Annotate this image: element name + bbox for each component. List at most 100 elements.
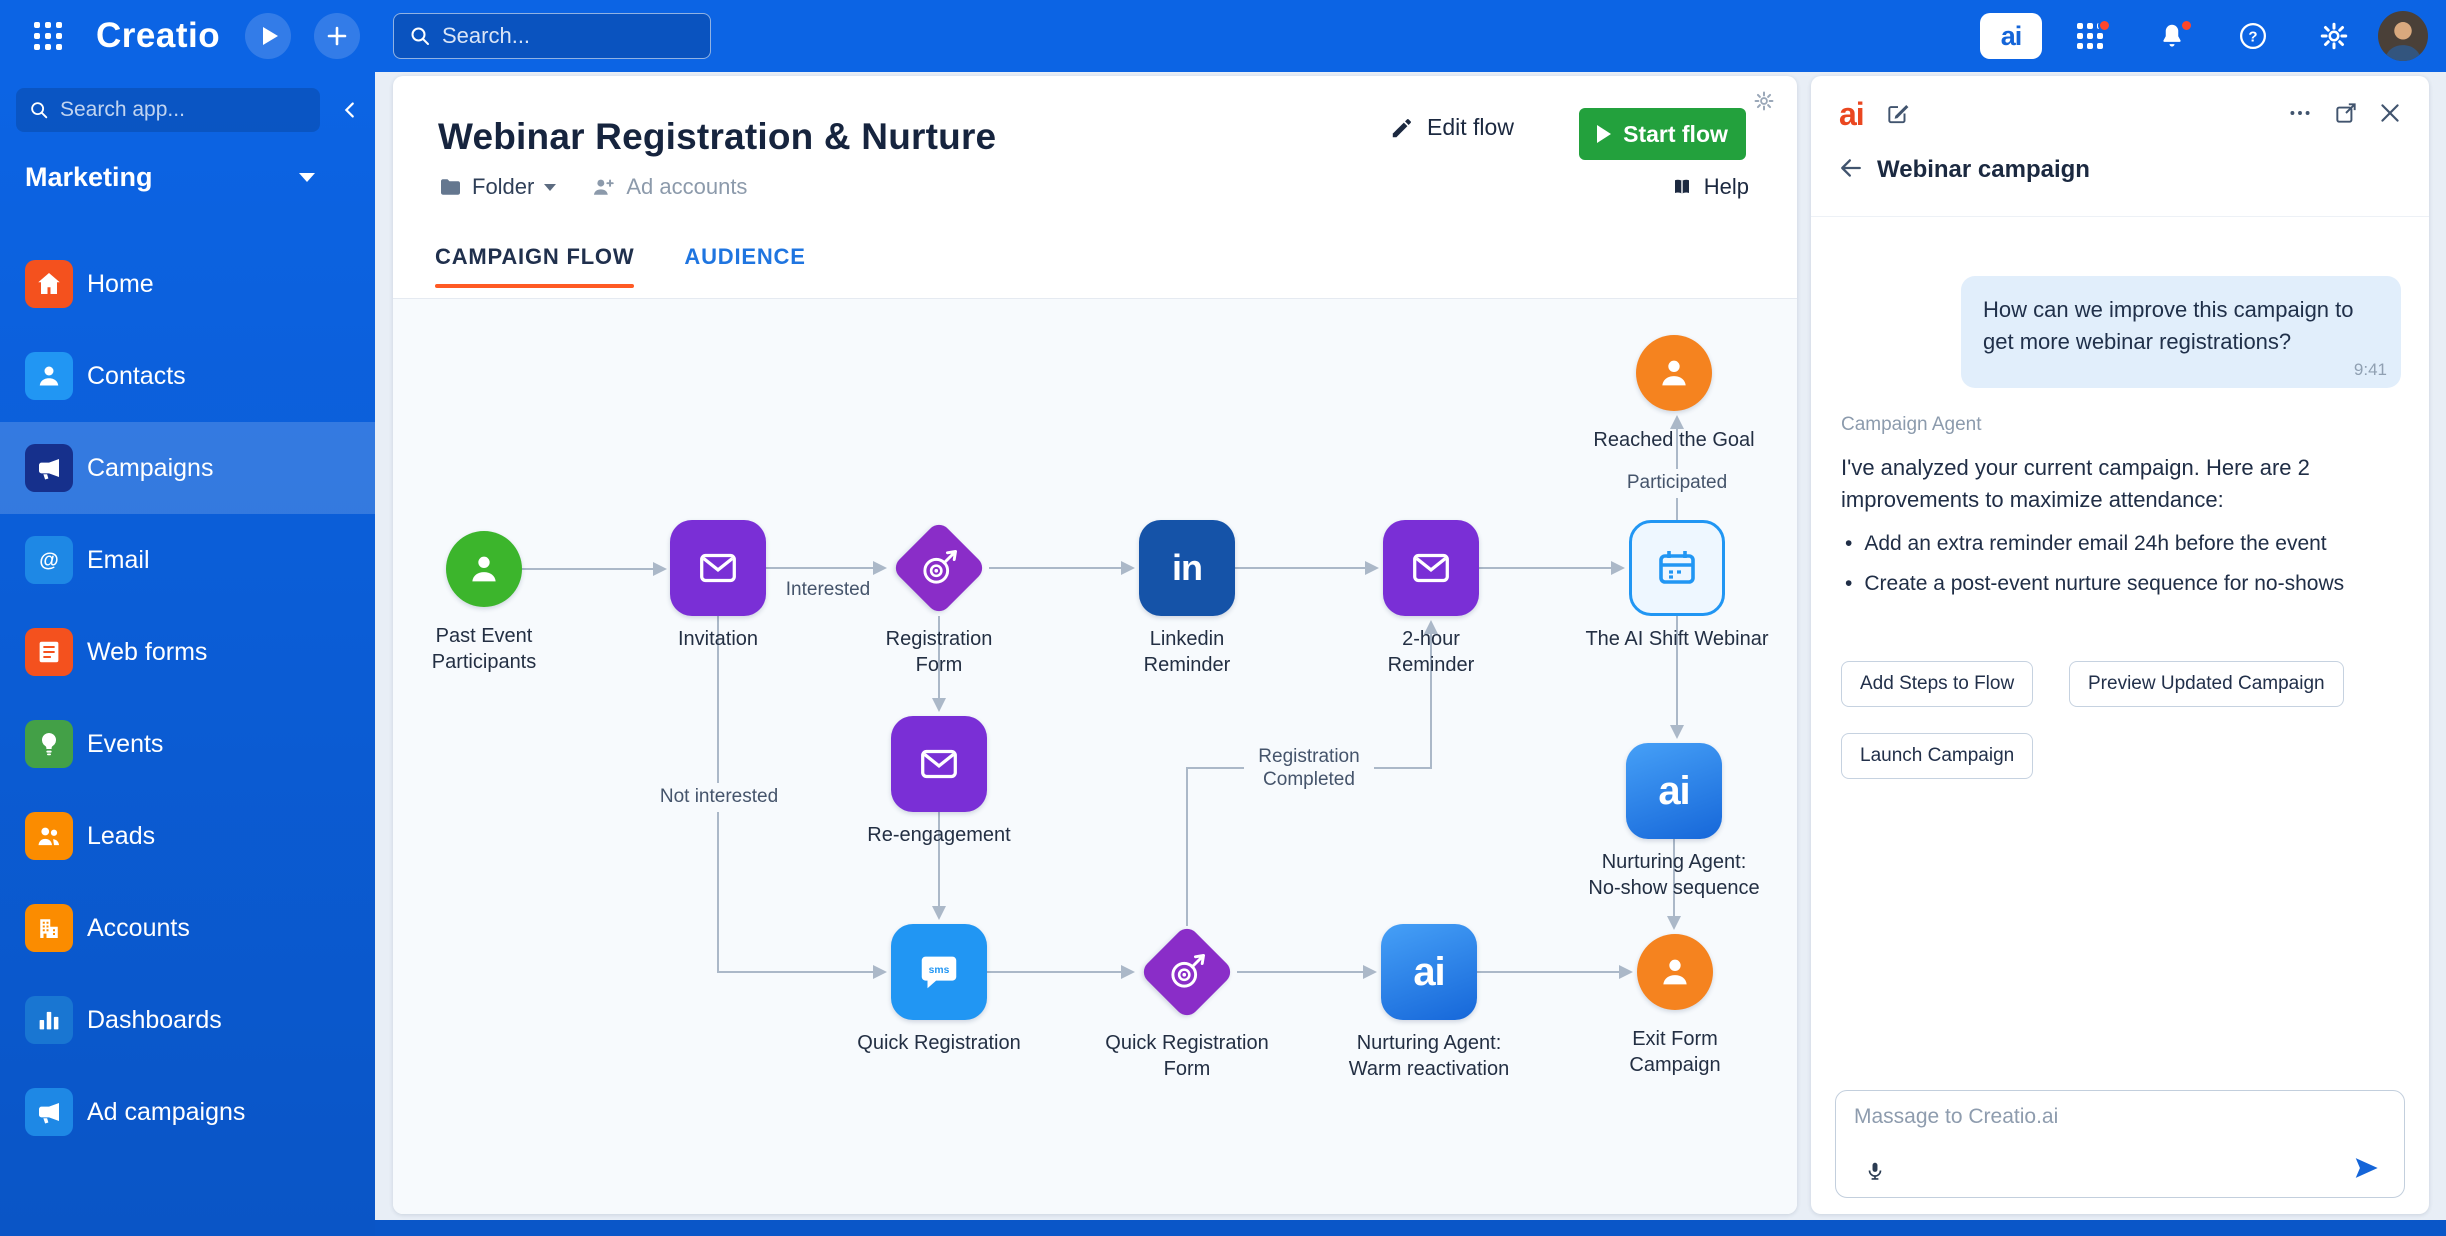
app-search-input[interactable]	[60, 98, 290, 122]
close-panel-button[interactable]	[2377, 100, 2403, 131]
sidebar-item-events[interactable]: Events	[0, 698, 375, 790]
flow-node-nurturing-agent-warm[interactable]: ai	[1381, 924, 1477, 1020]
flow-node-past-event-participants[interactable]	[446, 531, 522, 607]
campaigns-icon	[25, 444, 73, 492]
run-process-button[interactable]	[245, 13, 291, 59]
flow-node-reached-the-goal[interactable]	[1636, 335, 1712, 411]
new-chat-button[interactable]	[1885, 100, 1911, 131]
node-label: Reached the Goal	[1593, 429, 1755, 451]
node-label: Invitation	[677, 628, 759, 650]
help-button[interactable]: ?	[2230, 13, 2276, 59]
edit-flow-button[interactable]: Edit flow	[1389, 114, 1514, 141]
creatio-ai-logo: ai	[1839, 96, 1865, 132]
dashboards-icon	[25, 996, 73, 1044]
app-launcher-icon[interactable]	[34, 22, 62, 50]
target-icon	[923, 550, 957, 584]
sidebar-item-web-forms[interactable]: Web forms	[0, 606, 375, 698]
web-forms-icon	[25, 628, 73, 676]
node-label: Linkedin Reminder	[1143, 628, 1231, 676]
help-button[interactable]: Help	[1670, 174, 1749, 200]
preview-updated-campaign-button[interactable]: Preview Updated Campaign	[2069, 661, 2344, 707]
folder-icon	[441, 179, 460, 195]
agent-response-text: I've analyzed your current campaign. Her…	[1841, 455, 2310, 512]
folder-selector[interactable]: Folder Ad accounts	[438, 174, 747, 200]
apps-menu-button[interactable]	[2067, 13, 2113, 59]
sidebar-item-ad-campaigns[interactable]: Ad campaigns	[0, 1066, 375, 1158]
flow-node-exit-form-campaign[interactable]	[1637, 934, 1713, 1010]
sidebar-item-campaigns[interactable]: Campaigns	[0, 422, 375, 514]
settings-button[interactable]	[2311, 13, 2357, 59]
flow-node-nurturing-agent-no-show[interactable]: ai	[1626, 743, 1722, 839]
flow-node-linkedin-reminder[interactable]: in	[1139, 520, 1235, 616]
campaign-flow-canvas[interactable]: Past Event Participants Invitation Regis…	[393, 299, 1797, 1214]
more-options-button[interactable]	[2287, 100, 2313, 131]
app-search[interactable]	[16, 88, 320, 132]
person-icon	[1662, 360, 1686, 386]
back-button[interactable]	[1837, 154, 1865, 187]
notification-dot	[2098, 19, 2111, 32]
workspace-selector[interactable]: Marketing	[25, 154, 355, 200]
flow-node-quick-registration[interactable]: sms	[891, 924, 987, 1020]
node-label: Exit Form Campaign	[1629, 1028, 1721, 1076]
node-label: Registration Form	[885, 628, 993, 676]
global-search-input[interactable]	[442, 23, 692, 49]
user-avatar[interactable]	[2378, 11, 2428, 61]
envelope-icon	[700, 553, 736, 583]
flow-connectors	[522, 415, 1684, 979]
sidebar: Marketing Home Contacts Campaigns @ Emai…	[0, 72, 375, 1236]
linkedin-icon: in	[1172, 547, 1203, 588]
notifications-button[interactable]	[2149, 13, 2195, 59]
node-label: The AI Shift Webinar	[1585, 628, 1769, 650]
collapse-sidebar-button[interactable]	[332, 92, 368, 128]
play-icon	[262, 27, 278, 45]
expand-panel-button[interactable]	[2333, 100, 2359, 131]
add-new-button[interactable]	[314, 13, 360, 59]
send-icon	[2355, 1158, 2378, 1178]
user-message-text: How can we improve this campaign to get …	[1983, 297, 2354, 354]
pencil-icon	[1392, 118, 1411, 137]
node-label: Nurturing Agent: No-show sequence	[1588, 851, 1760, 899]
flow-node-ai-shift-webinar[interactable]	[1629, 520, 1725, 616]
flow-node-re-engagement[interactable]	[891, 716, 987, 812]
global-search[interactable]	[393, 13, 711, 59]
chat-input-box[interactable]	[1835, 1090, 2405, 1198]
tab-audience[interactable]: AUDIENCE	[684, 244, 806, 269]
close-icon	[2381, 104, 2399, 122]
avatar-photo	[2378, 11, 2428, 61]
flow-node-quick-registration-form[interactable]	[1138, 923, 1236, 1021]
creatio-ai-button[interactable]: ai	[1980, 13, 2042, 59]
flow-node-invitation[interactable]	[670, 520, 766, 616]
start-flow-button[interactable]: Start flow	[1579, 108, 1746, 160]
tab-campaign-flow[interactable]: CAMPAIGN FLOW	[435, 244, 635, 288]
voice-input-button[interactable]	[1864, 1160, 1886, 1187]
chat-message-input[interactable]	[1836, 1091, 2404, 1155]
ad-accounts-label: Ad accounts	[626, 174, 748, 199]
person-icon	[1663, 959, 1687, 985]
flow-node-2-hour-reminder[interactable]	[1383, 520, 1479, 616]
add-steps-to-flow-button[interactable]: Add Steps to Flow	[1841, 661, 2034, 707]
sidebar-item-contacts[interactable]: Contacts	[0, 330, 375, 422]
play-icon	[1597, 125, 1612, 143]
sidebar-item-email[interactable]: @ Email	[0, 514, 375, 606]
divider	[1811, 216, 2429, 217]
node-label: Quick Registration Form	[1105, 1032, 1269, 1080]
flow-node-registration-form[interactable]	[890, 519, 988, 617]
sidebar-item-leads[interactable]: Leads	[0, 790, 375, 882]
sidebar-item-home[interactable]: Home	[0, 238, 375, 330]
ai-icon: ai	[1658, 768, 1690, 813]
sidebar-item-dashboards[interactable]: Dashboards	[0, 974, 375, 1066]
email-icon: @	[25, 536, 73, 584]
notification-dot	[2180, 19, 2193, 32]
edge-label-interested: Interested	[785, 579, 871, 600]
folder-label: Folder	[472, 174, 535, 199]
book-icon	[1674, 179, 1689, 194]
search-icon	[31, 102, 48, 119]
ellipsis-icon	[2290, 111, 2310, 115]
card-settings-button[interactable]	[1753, 90, 1775, 117]
send-message-button[interactable]	[2352, 1154, 2380, 1187]
compose-icon	[1888, 104, 1909, 124]
launch-campaign-button[interactable]: Launch Campaign	[1841, 733, 2034, 779]
sidebar-item-accounts[interactable]: Accounts	[0, 882, 375, 974]
node-label: Nurturing Agent: Warm reactivation	[1348, 1032, 1510, 1080]
home-icon	[25, 260, 73, 308]
